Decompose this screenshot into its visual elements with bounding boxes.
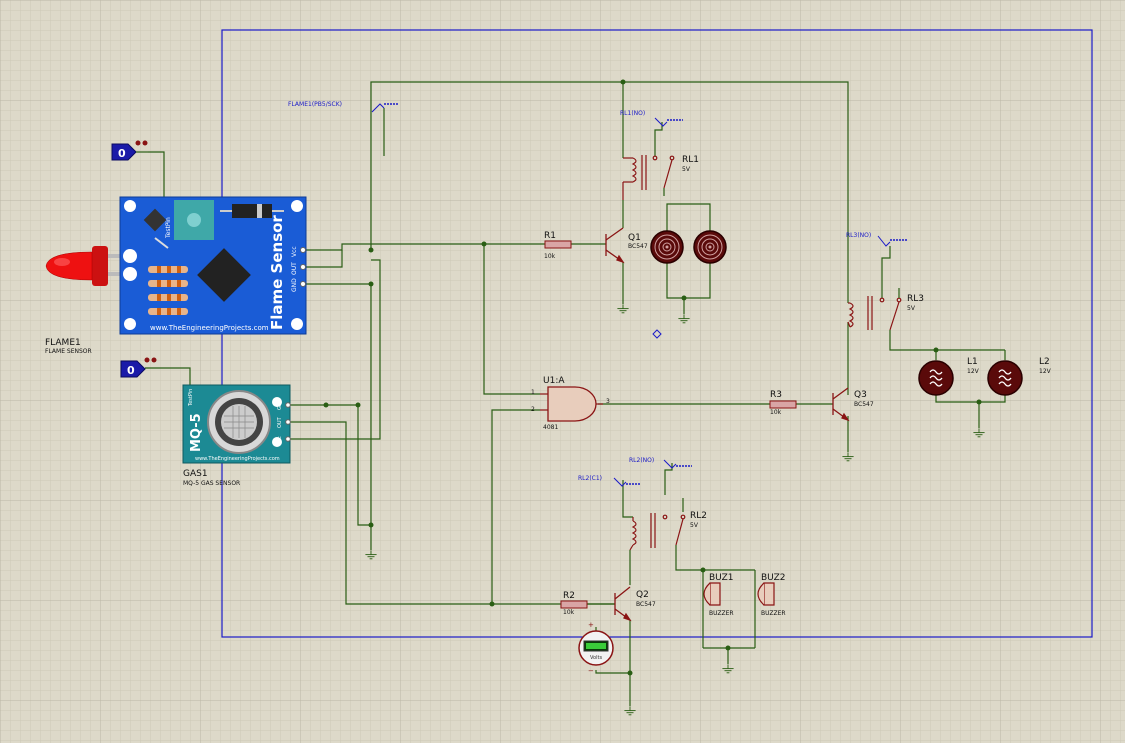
- voltmeter-minus: −: [588, 667, 594, 675]
- gas-pin-out: OUT: [277, 416, 283, 428]
- probe-flame-label: FLAME1(PB5/SCK): [288, 101, 342, 108]
- l2-value: 12V: [1039, 368, 1052, 375]
- rl3-value: 5V: [907, 305, 916, 312]
- r2-ref: R2: [563, 591, 575, 601]
- flame-module-ref: FLAME1: [45, 338, 81, 348]
- voltage-probes: FLAME1(PB5/SCK) RL1(NO) RL3(NO) RL2(NO) …: [288, 101, 908, 487]
- u1-pin1: 1: [531, 389, 535, 396]
- u1-pin2: 2: [531, 406, 535, 413]
- r3-value: 10k: [770, 409, 782, 416]
- voltmeter-unit: Volts: [590, 655, 602, 661]
- and-gate-u1[interactable]: U1:A 4081 1 2 3: [531, 376, 610, 431]
- transistor-q3[interactable]: Q3 BC547: [832, 387, 874, 422]
- origin-marker-icon: [652, 329, 662, 339]
- motor-2-icon[interactable]: [693, 230, 727, 264]
- flame-pin-vcc: Vcc: [291, 246, 298, 257]
- probe-rl2c-icon: RL2(C1): [578, 475, 640, 487]
- voltmeter[interactable]: Volts + −: [578, 621, 614, 675]
- probe-rl3-icon: RL3(NO): [846, 232, 908, 247]
- probe-rl3-label: RL3(NO): [846, 232, 871, 239]
- rl3-ref: RL3: [907, 294, 924, 304]
- transistor-q2[interactable]: Q2 BC547: [614, 586, 656, 622]
- r1-ref: R1: [544, 231, 556, 241]
- lamp-l2[interactable]: L2 12V: [987, 357, 1052, 396]
- gas-sensor-module[interactable]: MQ-5 TestPin www.TheEngineeringProjects.…: [182, 384, 291, 464]
- q3-ref: Q3: [854, 390, 867, 400]
- wires: [145, 81, 1006, 706]
- buzzer-buz1[interactable]: BUZ1 BUZZER: [703, 573, 734, 617]
- gas-module-url: www.TheEngineeringProjects.com: [195, 456, 280, 462]
- logic-state-flame-value: 0: [118, 147, 126, 160]
- gas-module-test-pin: TestPin: [188, 389, 194, 407]
- resistor-r1[interactable]: R1 10k: [544, 231, 572, 260]
- probe-rl2c-label: RL2(C1): [578, 475, 602, 482]
- flame-pin-gnd: GND: [291, 278, 298, 292]
- voltmeter-plus: +: [588, 621, 594, 629]
- relay-rl3[interactable]: RL3 5V: [847, 288, 924, 331]
- buzzer-buz2[interactable]: BUZ2 BUZZER: [757, 573, 786, 617]
- q2-value: BC547: [636, 601, 656, 608]
- gas-module-title: MQ-5: [189, 413, 204, 452]
- u1-value: 4081: [543, 424, 558, 431]
- flame-led-icon: [45, 246, 128, 286]
- flame-module-title: Flame Sensor: [268, 215, 286, 330]
- buz1-value: BUZZER: [709, 610, 734, 617]
- gas-module-name: MQ-5 GAS SENSOR: [183, 480, 240, 487]
- u1-pin3: 3: [606, 398, 610, 405]
- gas-pin-gnd: GND: [277, 398, 283, 410]
- q3-value: BC547: [854, 401, 874, 408]
- q2-ref: Q2: [636, 590, 649, 600]
- probe-rl2-icon: RL2(NO): [629, 457, 692, 469]
- r1-value: 10k: [544, 253, 556, 260]
- buz2-value: BUZZER: [761, 610, 786, 617]
- junction-dots: [323, 79, 982, 676]
- flame-pin-out: OUT: [291, 262, 298, 275]
- lamp-l1[interactable]: L1 12V: [918, 357, 980, 396]
- flame-module-name: FLAME SENSOR: [45, 348, 92, 355]
- flame-module-url: www.TheEngineeringProjects.com: [150, 324, 269, 332]
- buz1-ref: BUZ1: [709, 573, 734, 583]
- gas-module-ref: GAS1: [183, 469, 208, 479]
- relay-rl2[interactable]: RL2 5V: [629, 498, 707, 551]
- r3-ref: R3: [770, 390, 782, 400]
- probe-rl1-icon: RL1(NO): [620, 110, 683, 127]
- resistor-r2[interactable]: R2 10k: [560, 591, 588, 616]
- resistor-r3[interactable]: R3 10k: [769, 390, 797, 416]
- probe-flame-icon: FLAME1(PB5/SCK): [288, 101, 398, 113]
- rl2-value: 5V: [690, 522, 699, 529]
- rl2-ref: RL2: [690, 511, 707, 521]
- u1-ref: U1:A: [543, 376, 565, 386]
- logic-state-gas-value: 0: [127, 364, 135, 377]
- r2-value: 10k: [563, 609, 575, 616]
- l2-ref: L2: [1039, 357, 1050, 367]
- flame-module-test-pin: TestPin: [165, 217, 172, 239]
- flame-sensor-module[interactable]: TestPin Flame Sensor www.TheEngineeringP…: [45, 196, 307, 335]
- logic-state-flame[interactable]: 0: [111, 140, 148, 161]
- rl1-ref: RL1: [682, 155, 699, 165]
- relay-rl1[interactable]: RL1 5V: [622, 155, 699, 200]
- rl1-value: 5V: [682, 166, 691, 173]
- l1-ref: L1: [967, 357, 978, 367]
- motor-1-icon[interactable]: [650, 230, 684, 264]
- flame-resistors-icon: [148, 266, 188, 315]
- l1-value: 12V: [967, 368, 980, 375]
- transistor-q1[interactable]: Q1 BC547: [605, 227, 648, 264]
- q1-ref: Q1: [628, 233, 641, 243]
- gas-pin-vcc: Vcc: [277, 436, 283, 445]
- q1-value: BC547: [628, 243, 648, 250]
- buz2-ref: BUZ2: [761, 573, 786, 583]
- probe-rl2-label: RL2(NO): [629, 457, 654, 464]
- logic-state-gas[interactable]: 0: [120, 357, 157, 378]
- probe-rl1-label: RL1(NO): [620, 110, 645, 117]
